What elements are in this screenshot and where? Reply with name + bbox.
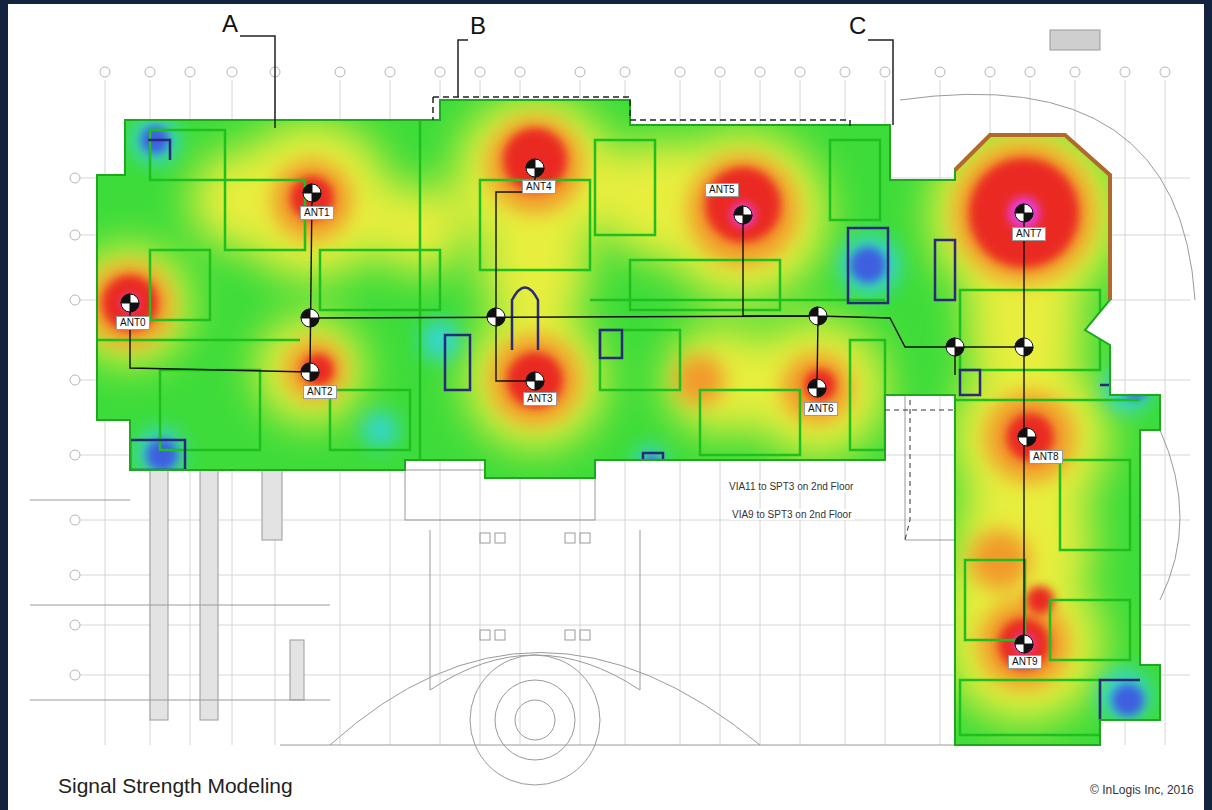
- antenna-name: ANT3: [527, 393, 553, 404]
- antenna-name: ANT8: [1033, 451, 1059, 462]
- via-note: VIA11 to SPT3 on 2nd Floor: [727, 481, 855, 492]
- antenna-label: ANT4: [522, 180, 556, 194]
- antenna-label: ANT8: [1029, 450, 1063, 464]
- antenna-name: ANT6: [808, 403, 834, 414]
- antenna-label: ANT7: [1012, 227, 1046, 241]
- antenna-name: ANT2: [307, 386, 333, 397]
- antenna-label: ANT6: [804, 402, 838, 416]
- antenna-name: ANT1: [304, 207, 330, 218]
- antenna-name: ANT9: [1012, 656, 1038, 667]
- antenna-label: ANT5: [705, 183, 739, 197]
- section-marker: A: [220, 10, 240, 38]
- section-marker: B: [468, 12, 488, 40]
- caption: Signal Strength Modeling: [58, 774, 293, 798]
- antenna-label: ANT3: [523, 392, 557, 406]
- antenna-name: ANT0: [120, 317, 146, 328]
- antenna-label: ANT9: [1008, 655, 1042, 669]
- antenna-label: ANT2: [303, 385, 337, 399]
- antenna-name: ANT5: [709, 184, 735, 195]
- via-note: VIA9 to SPT3 on 2nd Floor: [730, 509, 854, 520]
- antenna-name: ANT4: [526, 181, 552, 192]
- section-marker: C: [847, 12, 868, 40]
- antenna-label: ANT1: [300, 206, 334, 220]
- antenna-name: ANT7: [1016, 228, 1042, 239]
- antenna-label: ANT0: [116, 316, 150, 330]
- copyright: © InLogis Inc, 2016: [1088, 783, 1196, 797]
